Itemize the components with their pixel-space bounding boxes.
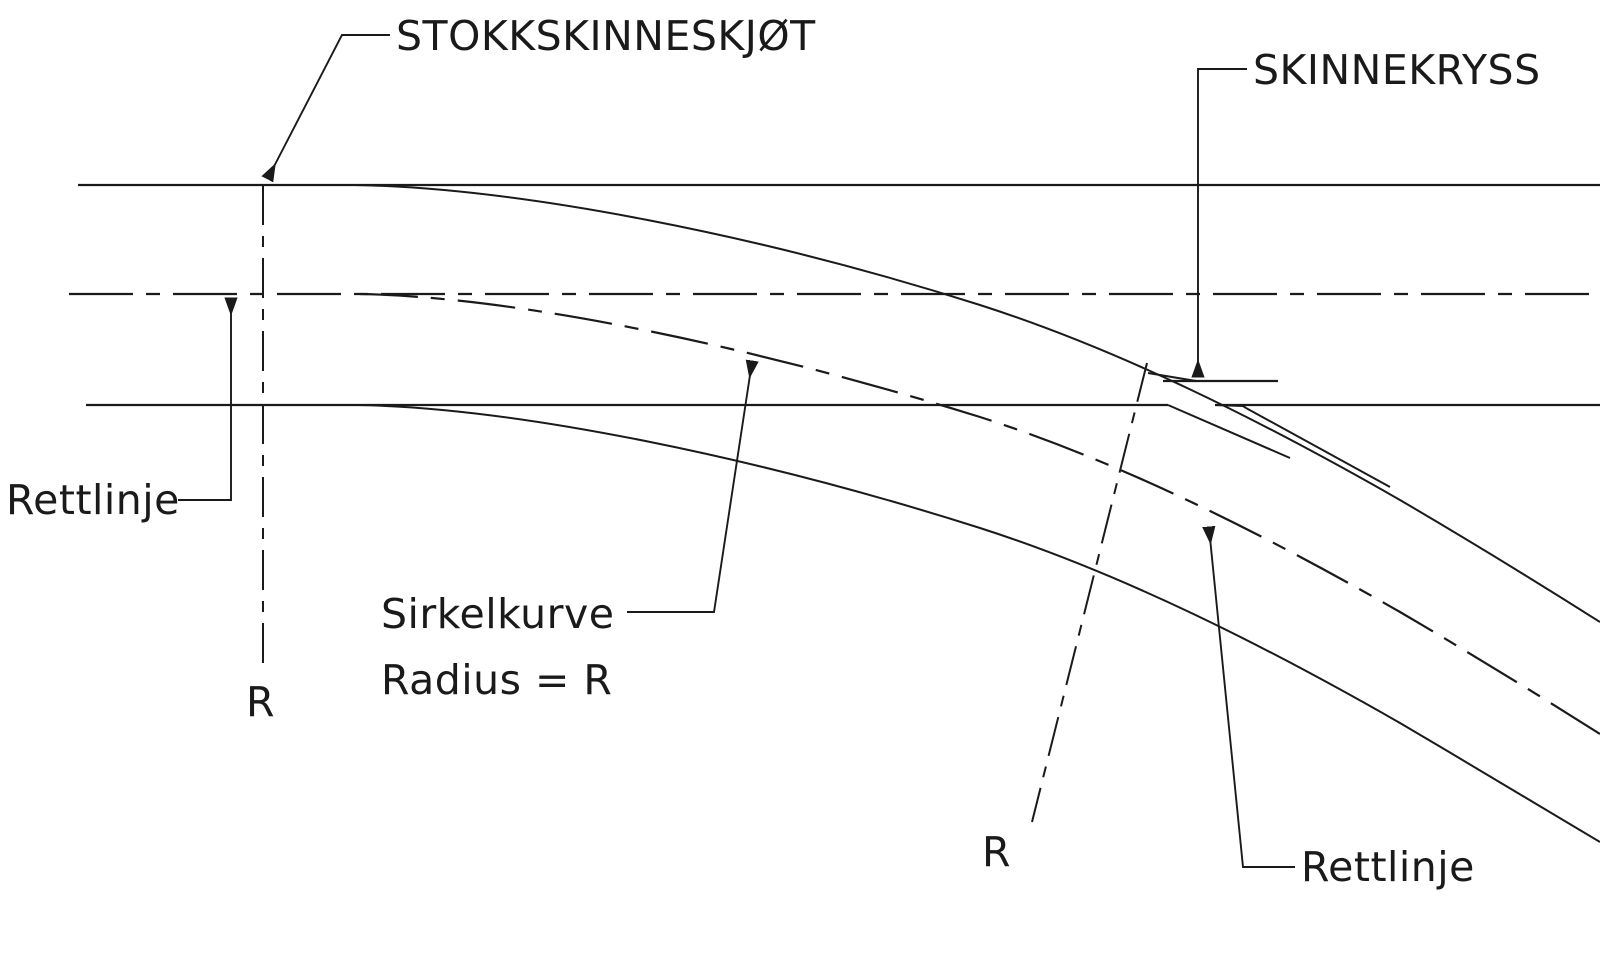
- label-rettlinje-left: Rettlinje: [6, 476, 180, 524]
- radius-line-right: [1031, 362, 1148, 823]
- frog-nose-approach: [1147, 372, 1197, 382]
- label-rettlinje-right: Rettlinje: [1301, 843, 1475, 891]
- frog-nose-point: [1245, 407, 1391, 488]
- frog-inner-rail-fragment: [1167, 404, 1291, 459]
- rettlinje-left-leader: [178, 299, 231, 501]
- label-r-left: R: [246, 678, 275, 726]
- label-stokkskinneskjot: STOKKSKINNESKJØT: [396, 12, 816, 60]
- label-sirkelkurve: Sirkelkurve: [381, 590, 614, 638]
- frog-nose-upper-arm: [1214, 404, 1247, 409]
- diverging-outer-rail: [354, 184, 1600, 623]
- sirkelkurve-leader: [627, 362, 752, 613]
- rettlinje-right-leader: [1209, 528, 1295, 868]
- stokkskinneskjot-leader: [268, 34, 390, 178]
- diverging-inner-rail: [357, 404, 1600, 843]
- label-radius-equals-r: Radius = R: [381, 656, 612, 704]
- skinnekryss-leader: [1198, 68, 1247, 376]
- label-skinnekryss: SKINNEKRYSS: [1253, 46, 1541, 94]
- label-r-right: R: [982, 828, 1011, 876]
- diverging-centerline: [359, 292, 1600, 735]
